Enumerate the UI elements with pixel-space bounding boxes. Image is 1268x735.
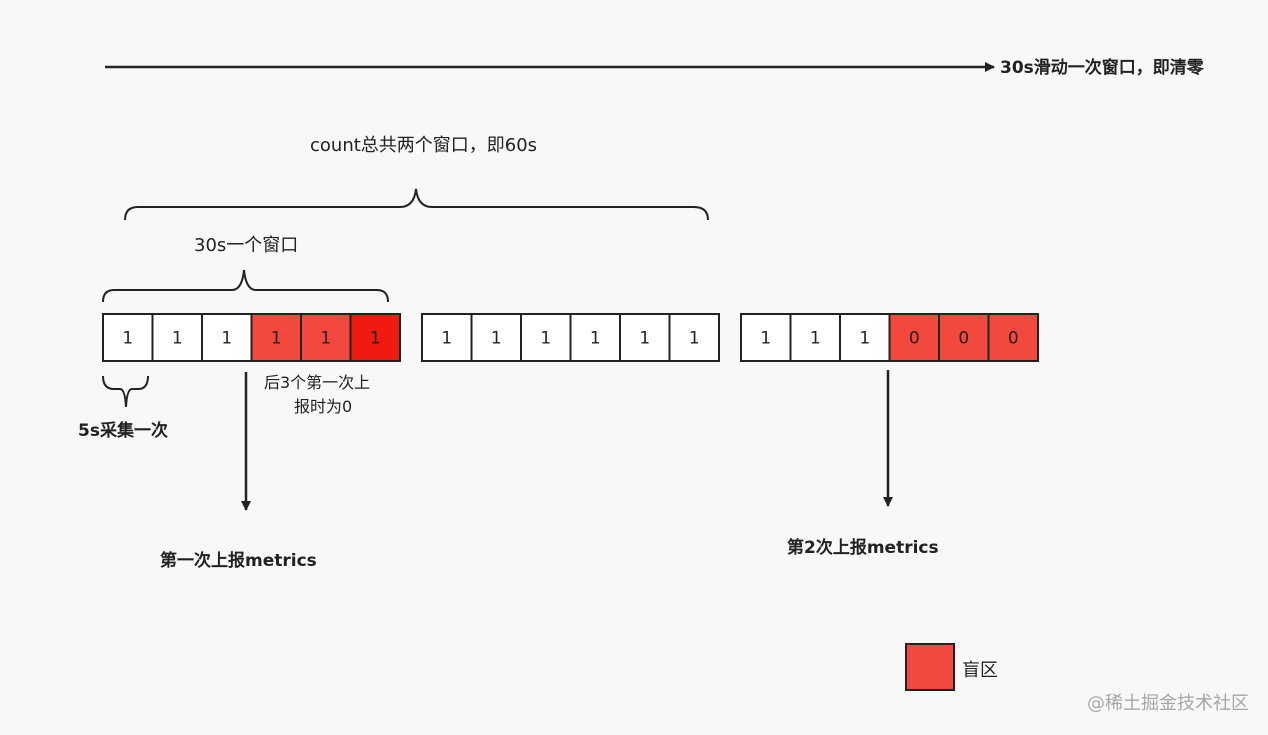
cell-box — [201, 313, 253, 362]
cell-value: 1 — [540, 329, 551, 349]
cell-value: 1 — [491, 329, 502, 349]
cell-value: 1 — [221, 329, 232, 349]
cell-value: 1 — [122, 329, 133, 349]
cell-groups: 1 1 1 1 1 1 1 1 1 1 1 1 1 1 1 0 0 0 — [102, 313, 1039, 362]
cell-value: 1 — [271, 329, 282, 349]
legend-blind-label: 盲区 — [962, 660, 998, 681]
blind-note-line2: 报时为0 — [294, 397, 352, 416]
cell-value: 1 — [172, 329, 183, 349]
report2-label: 第2次上报metrics — [787, 537, 939, 558]
cell-value: 1 — [441, 329, 452, 349]
cell-box — [668, 313, 720, 362]
report1-label: 第一次上报metrics — [160, 550, 317, 571]
cell-value: 1 — [689, 329, 700, 349]
cell-box — [888, 313, 940, 362]
cell-box — [349, 313, 401, 362]
sample-interval-label: 5s采集一次 — [78, 420, 168, 441]
blind-note-line1: 后3个第一次上 — [264, 373, 370, 392]
count-window-label: count总共两个窗口，即60s — [310, 135, 537, 156]
one-window-label: 30s一个窗口 — [194, 235, 298, 256]
cell-value: 1 — [810, 329, 821, 349]
cell-box — [151, 313, 203, 362]
cell-value: 0 — [958, 329, 969, 349]
watermark: @稀土掘金技术社区 — [1087, 693, 1249, 714]
cell-value: 1 — [590, 329, 601, 349]
cell-value: 1 — [760, 329, 771, 349]
cell-value: 1 — [370, 329, 381, 349]
window-1: 1 1 1 1 1 1 — [102, 313, 401, 362]
cell-value: 1 — [859, 329, 870, 349]
cell-box — [938, 313, 990, 362]
cell-value: 0 — [909, 329, 920, 349]
cell-box — [619, 313, 671, 362]
cell-box — [987, 313, 1039, 362]
cell-box — [569, 313, 621, 362]
sample-interval-brace — [102, 375, 149, 408]
window-2: 1 1 1 1 1 1 — [421, 313, 720, 362]
legend-blind-swatch — [905, 643, 955, 691]
one-window-brace — [102, 269, 389, 303]
cell-value: 1 — [320, 329, 331, 349]
cell-box — [839, 313, 891, 362]
cell-box — [520, 313, 572, 362]
cell-value: 0 — [1008, 329, 1019, 349]
window-3: 1 1 1 0 0 0 — [740, 313, 1039, 362]
cell-value: 1 — [639, 329, 650, 349]
count-window-brace — [124, 188, 709, 221]
timeline-label: 30s滑动一次窗口，即清零 — [1000, 57, 1205, 78]
cell-box — [789, 313, 841, 362]
